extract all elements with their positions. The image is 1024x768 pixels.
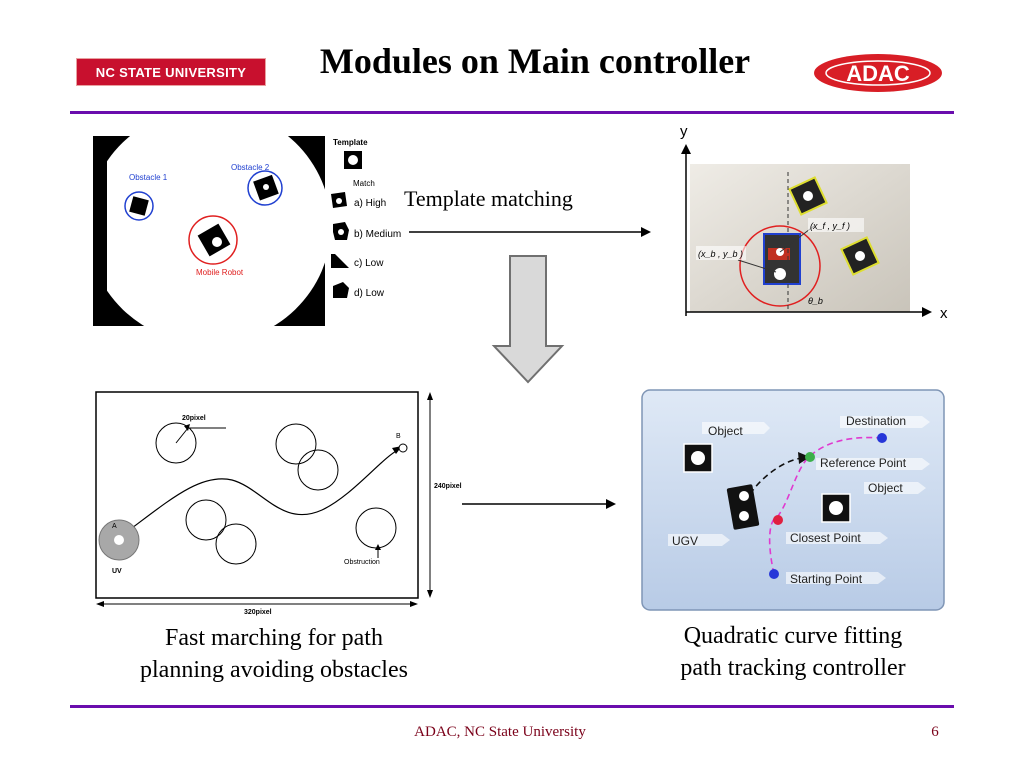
mobile-robot-label: Mobile Robot [196,268,244,277]
quadratic-curve-diagram: Object Destination Reference Point Objec… [640,388,946,612]
match-a-label: a) High [354,198,386,209]
object2-label: Object [868,481,903,495]
header-rule [70,111,954,114]
quadratic-caption-line1: Quadratic curve fitting [683,623,903,649]
fast-marching-diagram: 240pixel 320pixel 20pixel Obstruction B … [92,388,472,620]
x-axis-label: x [940,305,948,322]
footer-rule [70,705,954,708]
university-badge: NC STATE UNIVERSITY [76,58,266,86]
page-number: 6 [931,724,939,740]
dimension-20-label: 20pixel [182,415,206,422]
fast-marching-caption-line2: planning avoiding obstacles [140,657,408,683]
uv-label: UV [112,568,122,575]
point-b-label: B [396,433,401,440]
ugv-label: UGV [672,534,698,548]
point-a-label: A [112,523,117,530]
coordinate-panel: y x (x_f , y_f ) (x_b , y_b ) θ_b [668,122,958,322]
match-b-label: b) Medium [354,229,401,240]
match-c-label: c) Low [354,258,384,269]
dimension-320-label: 320pixel [244,609,272,616]
quadratic-caption: Quadratic curve fitting path tracking co… [630,620,956,684]
closest-point-label: Closest Point [790,531,861,545]
starting-point-label: Starting Point [790,572,863,586]
dimension-240-label: 240pixel [434,483,462,490]
reference-point-label: Reference Point [820,456,907,470]
obstruction-label: Obstruction [344,559,380,566]
template-matching-image: Obstacle 1 Obstacle 2 Mobile Robot Templ… [87,108,403,344]
template-label: Template [333,138,368,147]
flow-down-arrow [490,254,566,384]
object1-label: Object [708,424,743,438]
obstacle1-label: Obstacle 1 [129,173,168,182]
xb-label: (x_b , y_b ) [698,249,743,259]
xf-label: (x_f , y_f ) [810,221,850,231]
adac-logo-text: ADAC [846,61,910,86]
fast-marching-caption: Fast marching for path planning avoiding… [96,622,452,686]
page-title: Modules on Main controller [319,41,751,81]
y-axis-label: y [680,123,688,140]
fast-marching-arrow [460,494,620,514]
fast-marching-caption-line1: Fast marching for path [165,625,383,651]
theta-label: θ_b [808,296,823,306]
quadratic-caption-line2: path tracking controller [680,655,906,681]
match-d-label: d) Low [354,288,385,299]
footer-credit: ADAC, NC State University [414,724,586,740]
obstacle2-label: Obstacle 2 [231,163,270,172]
adac-logo: ADAC [812,52,944,94]
match-label: Match [353,179,375,188]
destination-label: Destination [846,414,906,428]
template-matching-arrow [405,222,655,242]
template-matching-label: Template matching [404,186,573,211]
